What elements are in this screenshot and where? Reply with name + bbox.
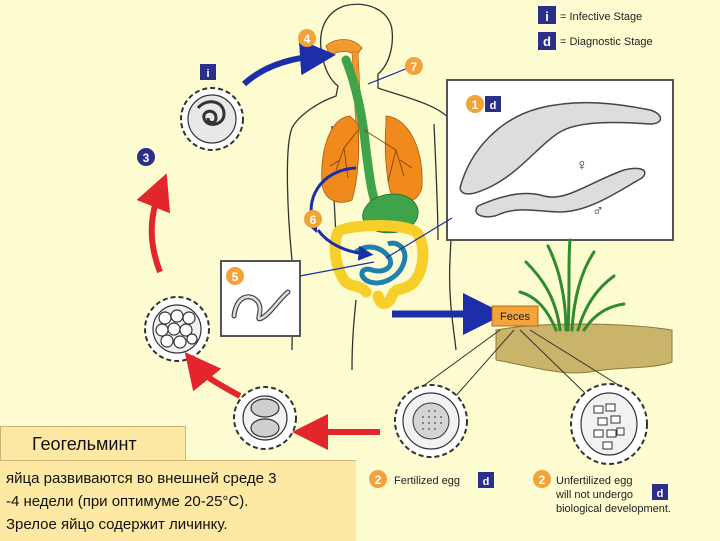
feces-label: Feces [500,311,530,323]
larva-panel: 5 [220,260,375,337]
svg-text:2: 2 [539,473,546,487]
female-worm [459,101,662,195]
caption-box: яйца развиваются во внешней среде 3 -4 н… [0,460,356,541]
small-intestine [354,240,408,286]
fertilized-egg-caption: 2 Fertilized egg d [369,470,494,488]
fertilized-egg [394,384,468,458]
adult-worms-panel: ♀ ♂ 1 d [446,79,674,241]
arrow-egg-to-multicell [136,173,171,274]
step-6-badge: 6 [304,210,322,228]
svg-text:7: 7 [411,60,418,74]
legend: i = Infective Stage d = Diagnostic Stage [538,6,653,50]
caption-line-2: -4 недели (при оптимуме 20-25°С). [6,493,249,510]
multicell-egg [144,296,210,362]
esophagus [341,55,385,217]
male-symbol: ♂ [592,203,604,220]
unfertilized-egg-label-line1: Unfertilized egg [556,475,632,487]
svg-text:2: 2 [375,473,382,487]
diagnostic-stage-legend-icon: d [538,32,556,50]
feces-label-box: Feces [491,305,539,327]
svg-text:4: 4 [304,32,311,46]
infective-stage-symbol: i [545,9,549,24]
step-4-badge: 4 [298,29,316,47]
caption-line-1: яйца развиваются во внешней среде 3 [6,470,277,487]
soil-and-grass: Feces [403,238,673,401]
svg-text:6: 6 [310,213,317,227]
diagnostic-stage-label: = Diagnostic Stage [560,36,653,48]
infective-stage-label: = Infective Stage [560,11,642,23]
svg-text:d: d [483,476,490,488]
right-lung [384,115,423,203]
grass [518,238,626,332]
arrow-to-mouth [241,39,336,87]
two-cell-egg [233,386,297,450]
step-5-badge: 5 [226,267,244,285]
svg-text:5: 5 [232,270,239,284]
diagnostic-stage-symbol: d [543,34,551,49]
infective-stage-legend-icon: i [538,6,556,24]
unfertilized-egg-label-line3: biological development. [556,503,671,515]
caption-line-3: Зрелое яйцо содержит личинку. [6,516,228,533]
unfertilized-egg-label-line2: will not undergo [555,489,633,501]
unfertilized-egg-caption: 2 Unfertilized egg will not undergo biol… [533,470,671,515]
cycle-arrows [136,39,505,450]
arrow-multicell-to-embryonated [160,146,176,206]
svg-text:i: i [206,68,209,80]
infective-badge-egg: i [200,64,216,80]
caption-title-box: Геогельминт [0,426,186,460]
svg-text:3: 3 [143,151,150,165]
step-1-badge: 1 [466,95,484,113]
large-intestine [329,220,429,309]
arrow-twocell-to-multicell [184,351,242,399]
svg-text:1: 1 [472,98,479,112]
male-worm [475,167,646,218]
step-7-badge: 7 [405,57,423,75]
step-3-badge: 3 [137,148,155,166]
arrow-gut-to-lung [316,229,374,261]
caption-title: Геогельминт [32,434,137,454]
bronchi [329,129,413,183]
fertilized-egg-label: Fertilized egg [394,475,460,487]
svg-text:d: d [490,100,497,112]
embryonated-egg-infective: i [180,64,244,151]
female-symbol: ♀ [576,157,588,174]
caption-body: яйца развиваются во внешней среде 3 -4 н… [6,467,352,536]
diagnostic-badge-adults: d [485,96,501,112]
unfertilized-egg [570,383,648,465]
svg-text:d: d [657,488,664,500]
